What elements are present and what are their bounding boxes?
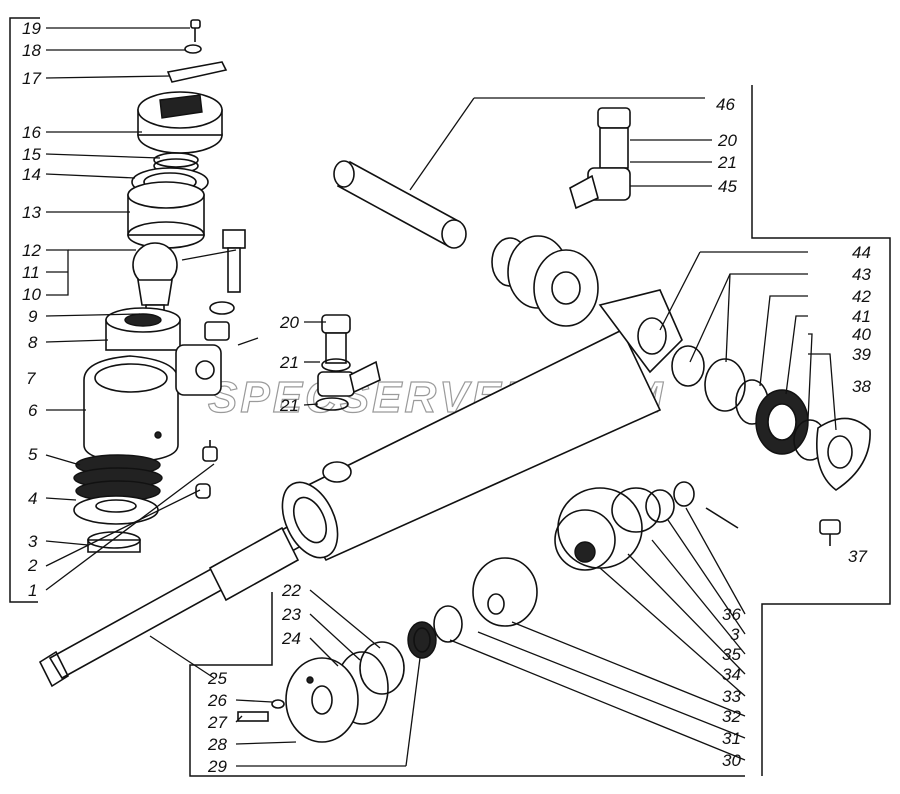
callout-38: 38 — [852, 377, 871, 396]
callout-3-right: 3 — [730, 625, 740, 644]
part-13-cup — [127, 181, 205, 249]
callout-11: 11 — [22, 263, 40, 282]
part-28-end-cap — [285, 657, 359, 743]
callout-9: 9 — [28, 307, 38, 326]
part-45-banjo-fitting-upper — [569, 107, 631, 210]
callout-35: 35 — [722, 645, 741, 664]
callout-1: 1 — [28, 581, 37, 600]
part-5-dust-cover — [73, 454, 163, 502]
part-8-adjusting-nut — [105, 307, 181, 351]
leader-lines — [45, 27, 837, 767]
callout-21-upper: 21 — [717, 153, 737, 172]
callout-19: 19 — [22, 19, 41, 38]
callout-25: 25 — [207, 669, 227, 688]
callout-17: 17 — [22, 69, 41, 88]
callout-45: 45 — [718, 177, 737, 196]
part-grease-fitting — [195, 440, 218, 499]
callout-46: 46 — [716, 95, 735, 114]
callout-5: 5 — [28, 445, 38, 464]
part-17-lock-plate — [166, 61, 228, 83]
part-20-21-banjo-fitting-lower — [315, 314, 381, 411]
part-44-end-flange-assembly — [491, 235, 599, 327]
bracket-frames — [9, 17, 891, 777]
part-bolt-long — [222, 229, 246, 293]
part-18-washer — [184, 44, 202, 54]
callout-21-lower-a: 21 — [279, 353, 299, 372]
part-lock-washer-small — [209, 301, 235, 315]
callout-2: 2 — [27, 556, 38, 575]
bottom-group-bracket — [189, 592, 745, 777]
callout-27: 27 — [207, 713, 227, 732]
part-26-27-screw-washer — [237, 699, 285, 722]
callout-21-lower-b: 21 — [279, 396, 299, 415]
callout-41: 41 — [852, 307, 871, 326]
callout-20-upper: 20 — [717, 131, 737, 150]
part-6-housing — [83, 344, 222, 463]
part-37-screw — [819, 519, 841, 546]
callout-6: 6 — [28, 401, 38, 420]
parts-39-43-seal-stack — [671, 345, 871, 491]
callout-15: 15 — [22, 145, 41, 164]
callout-20-lower: 20 — [279, 313, 299, 332]
callout-26: 26 — [207, 691, 227, 710]
left-group-bracket — [9, 17, 40, 603]
callout-10: 10 — [22, 285, 41, 304]
callout-labels: 19 18 17 16 15 14 13 12 11 10 9 8 7 6 5 … — [22, 19, 871, 776]
callout-30: 30 — [722, 751, 741, 770]
right-group-bracket — [751, 85, 891, 776]
callout-36: 36 — [722, 605, 741, 624]
callout-32: 32 — [722, 707, 741, 726]
callout-8: 8 — [28, 333, 38, 352]
callout-22: 22 — [281, 581, 301, 600]
callout-44: 44 — [852, 243, 871, 262]
part-16-plug — [137, 91, 223, 154]
callout-13: 13 — [22, 203, 41, 222]
callout-16: 16 — [22, 123, 41, 142]
callout-31: 31 — [722, 729, 741, 748]
callout-12: 12 — [22, 241, 41, 260]
parts-28-30-pistons-rings — [407, 557, 538, 659]
callout-4: 4 — [28, 489, 37, 508]
callout-23: 23 — [281, 605, 301, 624]
part-nut-small — [204, 321, 230, 341]
part-36-cotter-pin — [705, 507, 739, 529]
callout-7: 7 — [26, 369, 36, 388]
part-19-bolt — [190, 19, 201, 42]
parts-31-35-piston — [554, 481, 695, 571]
callout-39: 39 — [852, 345, 871, 364]
part-4-washer — [73, 495, 159, 525]
callout-40: 40 — [852, 325, 871, 344]
callout-3-left: 3 — [28, 532, 38, 551]
part-cylinder — [281, 289, 683, 562]
callout-43: 43 — [852, 265, 871, 284]
callout-18: 18 — [22, 41, 41, 60]
part-46-pin — [333, 160, 467, 249]
callout-29: 29 — [207, 757, 227, 776]
callout-28: 28 — [207, 735, 227, 754]
part-25-rod — [38, 518, 314, 688]
callout-24: 24 — [281, 629, 301, 648]
callout-33: 33 — [722, 687, 741, 706]
callout-37: 37 — [848, 547, 867, 566]
callout-14: 14 — [22, 165, 41, 184]
callout-34: 34 — [722, 665, 741, 684]
callout-42: 42 — [852, 287, 871, 306]
